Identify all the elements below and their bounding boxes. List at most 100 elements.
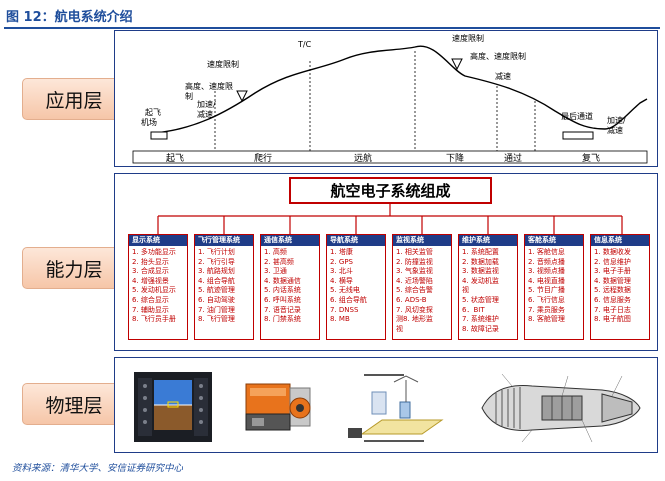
system-item: 4. 发动机监 <box>462 276 499 285</box>
system-item: 视 <box>396 324 403 333</box>
system-item: 3. 数据监视 <box>462 267 499 276</box>
flight-path <box>154 45 648 134</box>
system-item: 6. 信息服务 <box>594 295 631 304</box>
system-item: 7. DNSS <box>330 305 359 314</box>
system-item: 视 <box>462 286 469 295</box>
system-item: 4. 数据管理 <box>594 276 631 285</box>
application-layer-label: 应用层 <box>22 78 126 120</box>
system-item: 5. 发动机显示 <box>132 286 176 295</box>
system-item: 6. 综合显示 <box>132 295 169 304</box>
system-item: 3. 卫通 <box>264 267 287 276</box>
system-header: 导航系统 <box>327 235 385 246</box>
annotation-accel-decel-2: 加速/减速 <box>607 115 626 135</box>
physical-layer-label: 物理层 <box>22 383 126 425</box>
engine-cutaway-image <box>472 368 648 448</box>
system-box-navigation: 导航系统 1. 塔康 2. GPS 3. 北斗 4. 横导 5. 无线电 6. … <box>326 234 386 340</box>
system-item: 4. 增强视景 <box>132 276 169 285</box>
system-item: 1. 系统配置 <box>462 248 499 256</box>
system-item: 6. 自动驾驶 <box>198 295 235 304</box>
system-item: 7. 乘员服务 <box>528 305 565 314</box>
annotation-alt-speed-limit-1: 高度、速度限制 <box>185 81 233 101</box>
system-item: 2. 信息维护 <box>594 257 631 266</box>
system-item: 3. 北斗 <box>330 267 353 276</box>
annotation-takeoff-airport: 起飞机场 <box>141 108 161 127</box>
source-note: 资料来源：清华大学、安信证券研究中心 <box>12 463 184 474</box>
system-item: 2. 甚高频 <box>264 257 294 266</box>
system-item: 2. 飞行引导 <box>198 257 235 266</box>
system-header: 显示系统 <box>129 235 187 246</box>
system-item: 7. 系统维护 <box>462 315 499 324</box>
phase-bar <box>132 150 648 164</box>
system-item: 4. 数据通信 <box>264 276 301 285</box>
system-item: 6. 飞行信息 <box>528 295 565 304</box>
phase-climb: 爬行 <box>254 152 272 164</box>
system-item: 1. 塔康 <box>330 248 353 256</box>
phase-dividers <box>214 51 536 161</box>
system-item: 7. 风切变探 <box>396 305 433 314</box>
phase-descent: 下降 <box>446 152 464 164</box>
system-item: 4. 电视直播 <box>528 276 565 285</box>
title-divider <box>4 27 660 29</box>
system-item: 7. 电子日志 <box>594 305 631 314</box>
system-box-flight-management: 飞行管理系统 1. 飞行计划 2. 飞行引导 3. 航路规划 4. 组合导航 5… <box>194 234 254 340</box>
takeoff-airport-marker <box>150 131 168 140</box>
system-item: 6．BIT <box>462 305 485 314</box>
system-item: 3. 视频点播 <box>528 267 565 276</box>
system-item: 4. 组合导航 <box>198 276 235 285</box>
system-item: 1. 数据收发 <box>594 248 631 256</box>
system-header: 信息系统 <box>591 235 649 246</box>
system-item: 3. 合成显示 <box>132 267 169 276</box>
phase-go-around: 复飞 <box>582 152 600 164</box>
system-item: 8. 电子航图 <box>594 315 631 324</box>
system-item: 1. 客舱信息 <box>528 248 565 256</box>
system-item: 8. 飞行管理 <box>198 315 235 324</box>
capability-layer-label: 能力层 <box>22 247 126 289</box>
system-item: 4. 横导 <box>330 276 353 285</box>
flight-recorder-image <box>245 383 311 431</box>
system-box-cabin: 客舱系统 1. 客舱信息 2. 音频点播 3. 视频点播 4. 电视直播 5. … <box>524 234 584 340</box>
system-item: 6. ADS-B <box>396 295 427 304</box>
system-box-communication: 通信系统 1. 高频 2. 甚高频 3. 卫通 4. 数据通信 5. 内话系统 … <box>260 234 320 340</box>
system-box-maintenance: 维护系统 1. 系统配置 2. 数据加载 3. 数据监视 4. 发动机监 视 5… <box>458 234 518 340</box>
system-item: 2. GPS <box>330 257 353 266</box>
system-item: 2. 防撞监视 <box>396 257 433 266</box>
system-item: 1. 高频 <box>264 248 287 256</box>
phase-cruise: 远航 <box>354 152 372 164</box>
system-item: 1. 飞行计划 <box>198 248 235 256</box>
system-item: 2. 数据加载 <box>462 257 499 266</box>
annotation-speed-limit-1: 速度限制 <box>207 59 239 69</box>
system-item: 3. 气象监视 <box>396 267 433 276</box>
system-header: 飞行管理系统 <box>195 235 253 246</box>
system-item: 8. 客舱管理 <box>528 315 565 324</box>
system-item: 5. 航迹管理 <box>198 286 235 295</box>
phase-takeoff: 起飞 <box>166 153 184 164</box>
system-item: 5. 状态管理 <box>462 295 499 304</box>
annotation-alt-speed-limit-2: 高度、速度限制 <box>470 51 526 61</box>
sensor-system-image <box>342 372 452 448</box>
avionics-composition-title: 航空电子系统组成 <box>289 177 492 204</box>
system-item: 3. 电子手册 <box>594 267 631 276</box>
system-header: 通信系统 <box>261 235 319 246</box>
annotation-decel: 减速 <box>495 71 511 81</box>
capability-connectors <box>157 204 623 234</box>
system-box-information: 信息系统 1. 数据收发 2. 信息维护 3. 电子手册 4. 数据管理 5. … <box>590 234 650 340</box>
landing-airport-marker <box>562 131 594 140</box>
system-box-display: 显示系统 1. 多功能显示 2. 抬头显示 3. 合成显示 4. 增强视景 5.… <box>128 234 188 340</box>
annotation-accel-decel-1: 加速/减速 <box>197 99 216 119</box>
system-item: 8. 飞行员手册 <box>132 315 176 324</box>
system-item: 7. 语音记录 <box>264 305 301 314</box>
system-item: 7. 油门管理 <box>198 305 235 314</box>
system-header: 客舱系统 <box>525 235 583 246</box>
annotation-speed-limit-2: 速度限制 <box>452 33 484 43</box>
system-item: 8. 门禁系统 <box>264 315 301 324</box>
annotation-toc: T/C <box>297 40 312 49</box>
system-item: 1. 多功能显示 <box>132 248 176 256</box>
system-item: 4. 近场警陷 <box>396 276 433 285</box>
system-item: 5. 综合告警 <box>396 286 433 295</box>
system-item: 5. 节目广播 <box>528 286 565 295</box>
system-item: 8. MB <box>330 315 350 324</box>
system-item: 7. 辅助显示 <box>132 305 169 314</box>
system-item: 5. 无线电 <box>330 286 360 295</box>
system-item: 5. 远程数据 <box>594 286 631 295</box>
speed-limit-triangle-1 <box>236 90 248 103</box>
